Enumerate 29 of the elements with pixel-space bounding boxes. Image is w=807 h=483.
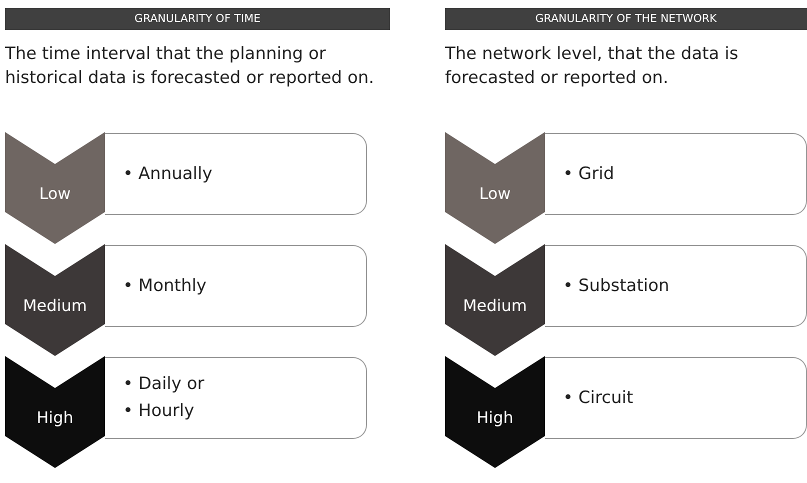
bullet-item: • Annually [123, 162, 212, 186]
level-label: Low [478, 184, 512, 203]
content-box [545, 357, 807, 439]
content-box [105, 357, 367, 439]
level-label: Low [38, 184, 72, 203]
content-box [545, 133, 807, 215]
content-box [545, 245, 807, 327]
bullet-item: • Circuit [563, 386, 634, 410]
chevron-shape [5, 244, 105, 356]
chevron-shape [5, 132, 105, 244]
chevron-shape [5, 356, 105, 468]
bullet-item: • Hourly [123, 400, 196, 423]
content-box [105, 245, 367, 327]
content-box [105, 133, 367, 215]
chevron-shape [445, 244, 545, 356]
description-text: The network level, that the data is forecasted or reported on. [445, 43, 740, 90]
bullet-item: • Daily or [123, 373, 204, 396]
section-header-bar: GRANULARITY OF TIME [5, 8, 390, 30]
bullet-item: • Monthly [123, 274, 206, 298]
section-header-bar: GRANULARITY OF THE NETWORK [445, 8, 807, 30]
description-text: The time interval that the planning or historical data is forecasted or reported on. [5, 43, 376, 90]
chevron-shape [445, 356, 545, 468]
chevron-shape [445, 132, 545, 244]
level-label: Medium [462, 296, 528, 315]
level-label: High [36, 408, 74, 427]
level-label: High [476, 408, 514, 427]
bullet-item: • Substation [563, 274, 670, 298]
level-label: Medium [22, 296, 88, 315]
bullet-item: • Grid [563, 162, 614, 186]
